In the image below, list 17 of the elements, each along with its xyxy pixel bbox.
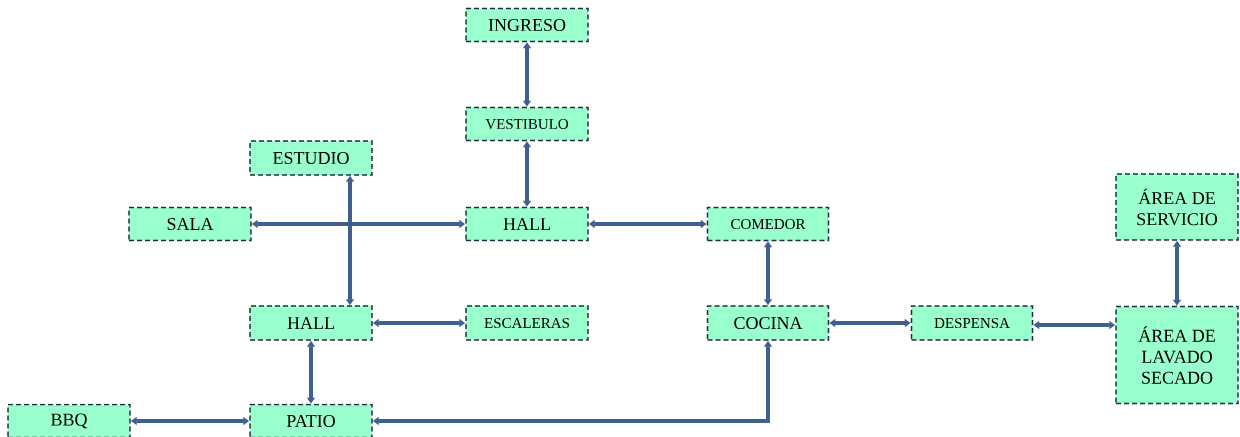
double-arrow [522, 42, 532, 107]
room-box: HALL [249, 305, 373, 341]
room-box: INGRESO [465, 7, 589, 43]
room-box: COMEDOR [706, 206, 830, 242]
room-box: ESCALERAS [465, 305, 589, 341]
room-box: COCINA [706, 305, 830, 341]
double-arrow [522, 141, 532, 207]
double-arrow [829, 318, 911, 328]
room-box: SALA [128, 206, 252, 242]
room-box: DESPENSA [910, 305, 1034, 341]
room-box: ESTUDIO [249, 140, 373, 176]
room-box: ÁREA DE SERVICIO [1115, 173, 1239, 241]
room-box: PATIO [249, 403, 373, 437]
room-box: ÁREA DE LAVADO SECADO [1115, 305, 1239, 405]
room-box: HALL [465, 206, 589, 242]
room-box: VESTIBULO [465, 106, 589, 142]
room-box: BBQ [7, 403, 131, 437]
